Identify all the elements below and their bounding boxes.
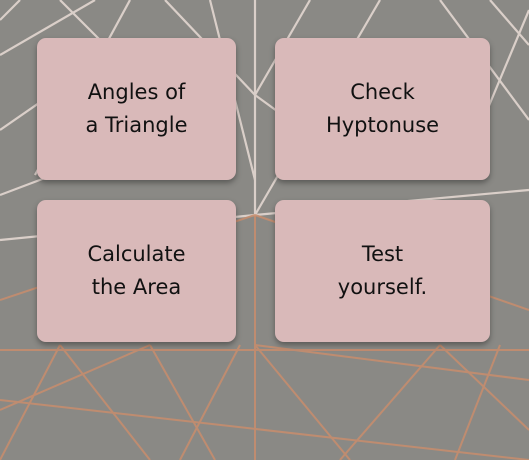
card-label-line-2: the Area: [91, 275, 182, 299]
card-label-line-1: Test: [361, 242, 404, 266]
card-angles-of-triangle[interactable]: Angles of a Triangle: [37, 38, 236, 180]
card-label: Test yourself.: [338, 238, 427, 304]
card-label-line-1: Calculate: [87, 242, 186, 266]
card-label-line-1: Angles of: [87, 80, 186, 104]
card-calculate-area[interactable]: Calculate the Area: [37, 200, 236, 342]
card-label: Angles of a Triangle: [85, 76, 187, 142]
card-check-hypotenuse[interactable]: Check Hyptonuse: [275, 38, 490, 180]
card-label-line-2: yourself.: [337, 275, 428, 299]
card-test-yourself[interactable]: Test yourself.: [275, 200, 490, 342]
card-label-line-1: Check: [350, 80, 415, 104]
card-label: Calculate the Area: [87, 238, 185, 304]
card-label: Check Hyptonuse: [326, 76, 439, 142]
card-label-line-2: a Triangle: [85, 113, 188, 137]
card-label-line-2: Hyptonuse: [325, 113, 440, 137]
